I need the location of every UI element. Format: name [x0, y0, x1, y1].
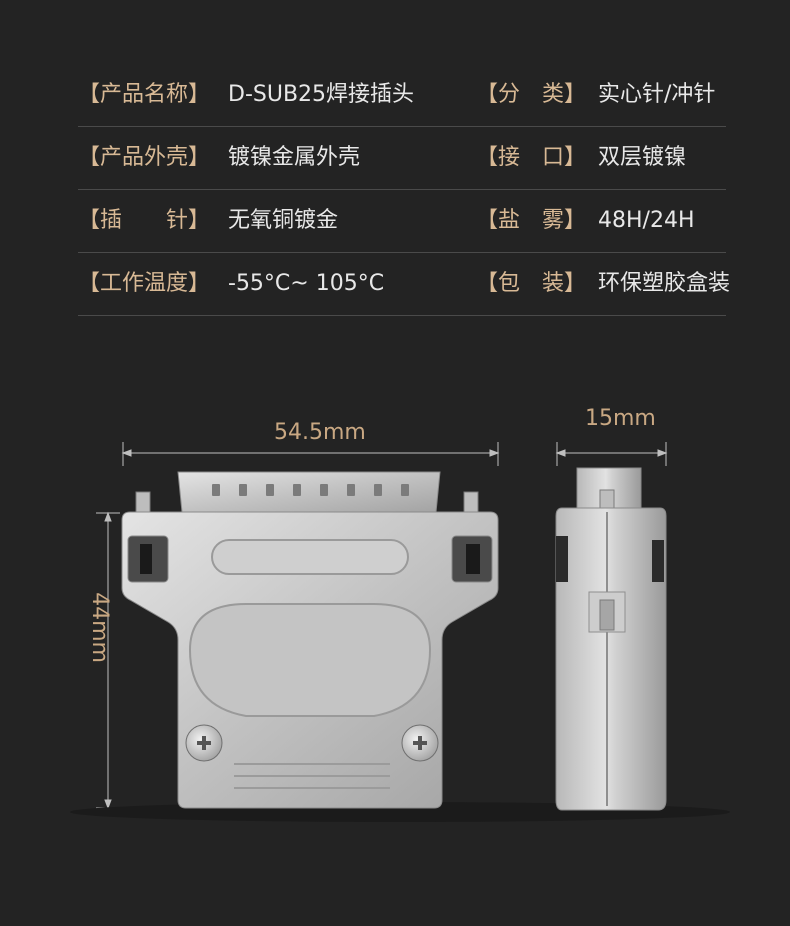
spec-label: 【插 针】: [78, 208, 211, 233]
depth-dimension-label: 15mm: [585, 406, 656, 431]
spec-label: 【产品外壳】: [78, 145, 211, 170]
spec-row: 【工作温度】 -55°C~ 105°C 【包 装】 环保塑胶盒装: [78, 253, 730, 316]
connector-side-view: [555, 467, 667, 811]
spec-value: 双层镀镍: [598, 145, 687, 170]
spec-label: 【接 口】: [476, 145, 587, 170]
spec-value: 镀镍金属外壳: [228, 145, 361, 170]
width-dimension-line: [121, 442, 500, 466]
spec-label: 【产品名称】: [78, 82, 211, 107]
spec-label: 【分 类】: [476, 82, 587, 107]
spec-value: 环保塑胶盒装: [598, 271, 731, 296]
spec-row: 【插 针】 无氧铜镀金 【盐 雾】 48H/24H: [78, 190, 726, 253]
depth-dimension-line: [555, 442, 668, 466]
spec-label: 【工作温度】: [78, 271, 211, 296]
spec-label: 【盐 雾】: [476, 208, 587, 233]
spec-value: 实心针/冲针: [598, 82, 716, 107]
spec-table: 【产品名称】 D-SUB25焊接插头 【分 类】 实心针/冲针 【产品外壳】 镀…: [78, 64, 730, 316]
height-dimension-label: 44mm: [86, 592, 112, 663]
connector-front-view: [121, 471, 499, 809]
spec-label: 【包 装】: [476, 271, 587, 296]
spec-value: 无氧铜镀金: [228, 208, 339, 233]
width-dimension-label: 54.5mm: [274, 420, 366, 445]
spec-value: 48H/24H: [598, 208, 695, 233]
spec-value: D-SUB25焊接插头: [228, 82, 415, 107]
spec-value: -55°C~ 105°C: [228, 271, 385, 296]
spec-row: 【产品外壳】 镀镍金属外壳 【接 口】 双层镀镍: [78, 127, 726, 190]
spec-row: 【产品名称】 D-SUB25焊接插头 【分 类】 实心针/冲针: [78, 64, 726, 127]
